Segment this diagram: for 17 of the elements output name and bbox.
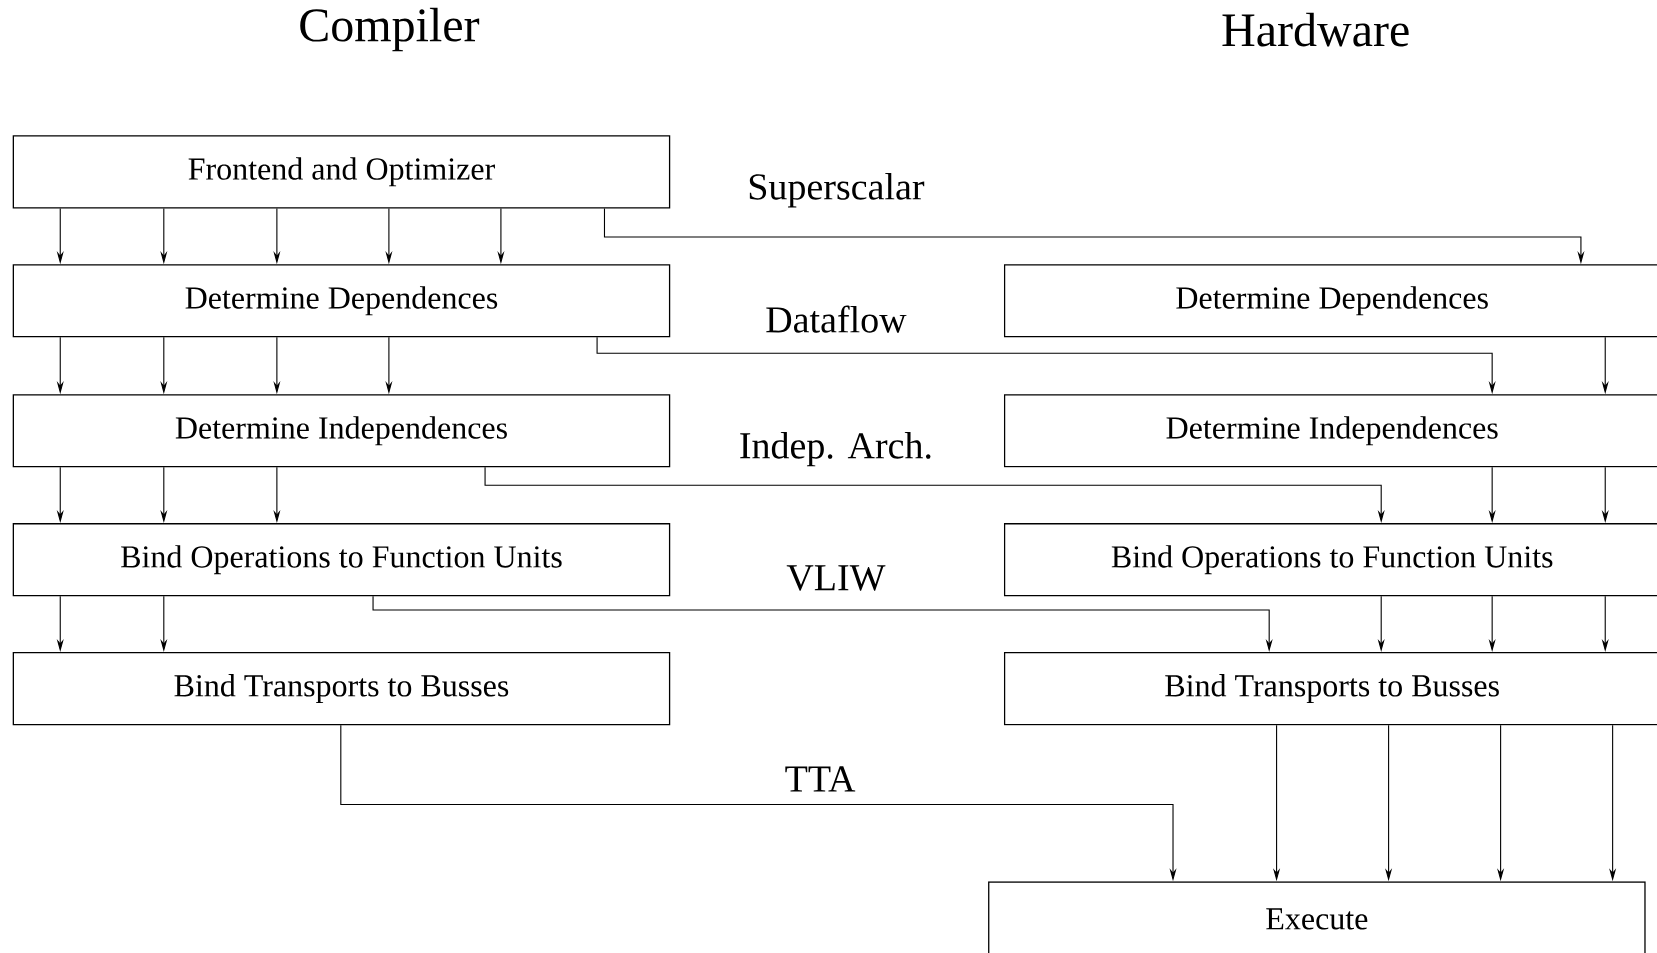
process-box: Determine Dependences bbox=[12, 264, 671, 338]
process-box: Frontend and Optimizer bbox=[12, 135, 671, 209]
process-box: Bind Operations to Function Units bbox=[1003, 523, 1657, 597]
column-heading: Hardware bbox=[1222, 12, 1409, 47]
process-box: Determine Independences bbox=[12, 394, 671, 468]
level-label: TTA bbox=[785, 766, 856, 792]
level-label: Dataflow bbox=[766, 305, 907, 333]
level-label: VLIW bbox=[786, 565, 886, 591]
process-box: Bind Transports to Busses bbox=[1003, 651, 1657, 726]
level-label: Indep. Arch. bbox=[740, 431, 931, 467]
column-heading: Compiler bbox=[300, 7, 480, 52]
process-box: Bind Operations to Function Units bbox=[12, 523, 671, 597]
process-box: Determine Dependences bbox=[1003, 264, 1657, 338]
process-box: Determine Independences bbox=[1003, 394, 1657, 468]
process-box: Bind Transports to Busses bbox=[12, 651, 671, 726]
level-label: Superscalar bbox=[749, 172, 925, 208]
process-box: Execute bbox=[988, 881, 1646, 953]
